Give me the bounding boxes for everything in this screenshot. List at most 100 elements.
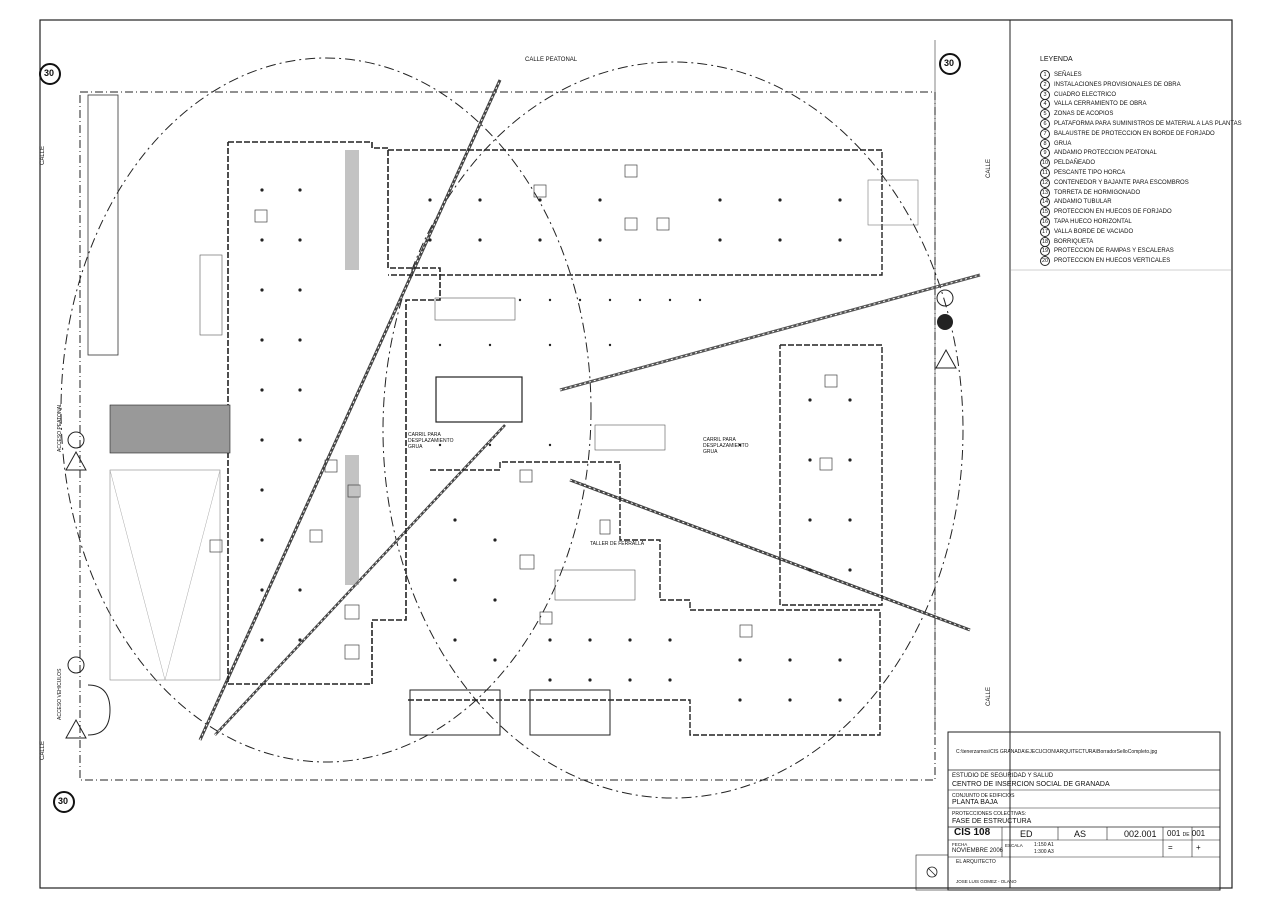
legend-item: 11 PESCANTE TIPO HORCA bbox=[1040, 168, 1125, 178]
legend-item: 8 GRUA bbox=[1040, 138, 1072, 149]
architect-label: EL ARQUITECTO bbox=[956, 859, 996, 865]
legend-item: 5 ZONAS DE ACOPIOS bbox=[1040, 109, 1114, 120]
speed-limit-label: 30 bbox=[44, 68, 55, 78]
legend-number: 2 bbox=[1040, 79, 1050, 90]
crane-jib-right-a bbox=[559, 273, 981, 392]
legend-number: 12 bbox=[1040, 177, 1050, 188]
crane-rail-label: CARRIL PARA DESPLAZAMIENTO GRUA bbox=[408, 432, 454, 450]
legend-number: 1 bbox=[1040, 70, 1050, 80]
legend-label: PELDAÑEADO bbox=[1054, 160, 1096, 167]
project-title: CENTRO DE INSERCION SOCIAL DE GRANADA bbox=[952, 781, 1110, 788]
scale-a1: 1:150 A1 bbox=[1034, 842, 1054, 848]
street-label-right-upper: CALLE bbox=[986, 158, 992, 178]
file-path: C:\tenerzarnos\CIS GRANADA\EJECUCION\ARQ… bbox=[956, 749, 1158, 755]
legend-label: BALAUSTRE DE PROTECCION EN BORDE DE FORJ… bbox=[1054, 130, 1215, 137]
legend-label: BORRIQUETA bbox=[1054, 238, 1094, 245]
legend-label: INSTALACIONES PROVISIONALES DE OBRA bbox=[1054, 81, 1181, 88]
legend-number: 18 bbox=[1040, 236, 1050, 247]
speed-limit-label: 30 bbox=[944, 58, 955, 68]
legend-item: 6 PLATAFORMA PARA SUMINISTROS DE MATERIAL… bbox=[1040, 119, 1242, 129]
speed-sign-top-right bbox=[939, 53, 961, 75]
legend-label: TAPA HUECO HORIZONTAL bbox=[1054, 219, 1132, 225]
site-huts bbox=[87, 94, 119, 356]
protections-label: PROTECCIONES COLECTIVAS: bbox=[952, 811, 1027, 817]
architect-name: JOSE LUIS GOMEZ - OLANO bbox=[956, 879, 1017, 884]
legend-item: 15 PROTECCION EN HUECOS DE FORJADO bbox=[1040, 207, 1172, 218]
legend-number: 8 bbox=[1040, 138, 1050, 149]
legend-number: 6 bbox=[1040, 119, 1050, 129]
legend-number: 17 bbox=[1040, 226, 1050, 237]
set-label: CONJUNTO DE EDIFICIOS bbox=[952, 793, 1015, 799]
legend-item: 1 SEÑALES bbox=[1040, 70, 1082, 80]
legend-label: PROTECCION EN HUECOS DE FORJADO bbox=[1054, 209, 1172, 216]
ed-field: ED bbox=[1020, 829, 1033, 839]
scale-label: ESCALA bbox=[1005, 843, 1023, 848]
legend-number: 3 bbox=[1040, 89, 1050, 100]
legend-label: SEÑALES bbox=[1054, 72, 1082, 78]
legend-item: 9 ANDAMIO PROTECCION PEATONAL bbox=[1040, 148, 1157, 159]
phase-name: FASE DE ESTRUCTURA bbox=[952, 818, 1032, 825]
legend-item: 4 VALLA CERRAMIENTO DE OBRA bbox=[1040, 99, 1147, 110]
legend-number: 7 bbox=[1040, 128, 1050, 139]
crane-jib-right-b bbox=[569, 478, 971, 632]
legend-number: 11 bbox=[1040, 168, 1050, 178]
date-label: FECHA bbox=[952, 842, 968, 847]
legend-label: ANDAMIO PROTECCION PEATONAL bbox=[1054, 150, 1157, 157]
site-fence bbox=[79, 91, 936, 781]
crane-radius-right bbox=[382, 61, 964, 799]
speed-sign-top-left bbox=[39, 63, 61, 85]
access-vehicle-label: ACCESO VEHICULOS bbox=[57, 668, 63, 720]
pedestrian-scaffold bbox=[109, 404, 231, 454]
as-field: AS bbox=[1074, 829, 1087, 839]
legend-item: 12 CONTENEDOR Y BAJANTE PARA ESCOMBROS bbox=[1040, 177, 1189, 188]
street-label-right-lower: CALLE bbox=[986, 686, 992, 706]
speed-sign-bottom-left bbox=[53, 791, 75, 813]
legend-number: 16 bbox=[1040, 217, 1050, 227]
plus-mark: + bbox=[1196, 843, 1201, 852]
slab-south bbox=[406, 461, 881, 736]
legend-label: GRUA bbox=[1054, 140, 1072, 147]
crane-rail-label: CARRIL PARA DESPLAZAMIENTO GRUA bbox=[703, 437, 749, 455]
legend-number: 19 bbox=[1040, 246, 1050, 257]
crane-radius-left bbox=[60, 57, 592, 763]
legend-number: 4 bbox=[1040, 99, 1050, 110]
street-label-top: CALLE PEATONAL bbox=[525, 57, 578, 63]
legend-item: 16 TAPA HUECO HORIZONTAL bbox=[1040, 217, 1132, 227]
page-number: 001 DE 001 bbox=[1167, 829, 1206, 839]
legend-number: 15 bbox=[1040, 207, 1050, 218]
hole-protections bbox=[209, 164, 838, 660]
legend-label: CONTENEDOR Y BAJANTE PARA ESCOMBROS bbox=[1054, 179, 1189, 186]
access-pedestrian-label: ACCESO PEATONAL bbox=[57, 403, 63, 452]
legend-label: ANDAMIO TUBULAR bbox=[1054, 199, 1112, 206]
legend-label: ZONAS DE ACOPIOS bbox=[1054, 111, 1114, 118]
legend-label: PESCANTE TIPO HORCA bbox=[1054, 170, 1126, 176]
slab-opening bbox=[435, 376, 523, 423]
title-block-frame bbox=[947, 731, 1221, 891]
legend-item: 3 CUADRO ELECTRICO bbox=[1040, 89, 1117, 100]
street-label-left-upper: CALLE bbox=[40, 145, 46, 165]
column-grid bbox=[260, 188, 852, 702]
legend-item: 7 BALAUSTRE DE PROTECCION EN BORDE DE FOR… bbox=[1040, 128, 1215, 139]
slab-north bbox=[388, 149, 883, 276]
legend-label: PROTECCION EN HUECOS VERTICALES bbox=[1054, 258, 1171, 265]
slab-east bbox=[779, 344, 883, 606]
vehicle-gate bbox=[87, 684, 111, 736]
date-value: NOVIEMBRE 2006 bbox=[952, 848, 1004, 854]
legend-label: CUADRO ELECTRICO bbox=[1054, 91, 1117, 98]
sheet-frame bbox=[39, 19, 1233, 889]
legend-item: 2 INSTALACIONES PROVISIONALES DE OBRA bbox=[1040, 79, 1181, 90]
legend-item: 18 BORRIQUETA bbox=[1040, 236, 1094, 247]
plant-name: PLANTA BAJA bbox=[952, 799, 998, 806]
legend-number: 5 bbox=[1040, 109, 1050, 120]
street-label-left-lower: CALLE bbox=[40, 740, 46, 760]
sheet-number: 002.001 bbox=[1124, 829, 1157, 839]
legend-number: 9 bbox=[1040, 148, 1050, 159]
taller-label: TALLER DE FERRALLA bbox=[590, 541, 645, 547]
legend-label: PLATAFORMA PARA SUMINISTROS DE MATERIAL … bbox=[1054, 121, 1242, 127]
legend-label: VALLA CERRAMIENTO DE OBRA bbox=[1054, 101, 1147, 108]
equals-mark: = bbox=[1168, 843, 1173, 852]
